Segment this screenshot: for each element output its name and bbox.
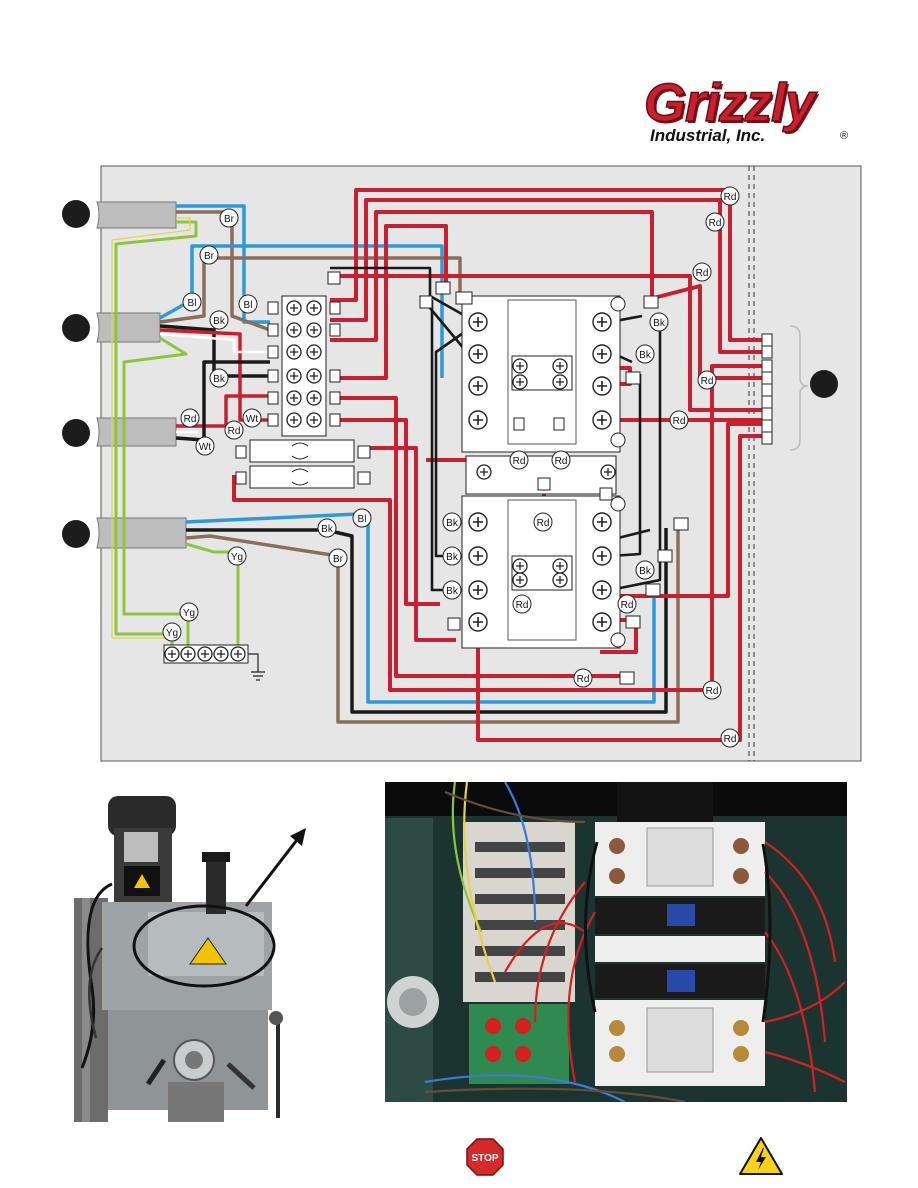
- callout-2: [62, 314, 90, 342]
- svg-text:Rd: Rd: [621, 600, 634, 611]
- label-yg-1: Yg: [227, 546, 247, 566]
- svg-text:Rd: Rd: [673, 416, 686, 427]
- svg-text:Wt: Wt: [199, 442, 211, 453]
- label-rd-9: Rd: [551, 450, 571, 470]
- label-yg-3: Yg: [162, 622, 182, 642]
- label-bk-4: Bk: [649, 312, 669, 332]
- brand-subtitle: Industrial, Inc.: [650, 126, 766, 145]
- svg-text:Yg: Yg: [166, 628, 178, 639]
- svg-text:Br: Br: [224, 214, 235, 225]
- fuse-holders: [235, 439, 371, 489]
- svg-text:Br: Br: [204, 251, 215, 262]
- svg-text:Rd: Rd: [706, 686, 719, 697]
- warning-lightning-icon: [739, 1137, 783, 1175]
- label-wt-1: Wt: [242, 408, 262, 428]
- label-bk-8: Bk: [635, 560, 655, 580]
- label-bk-6: Bk: [442, 512, 462, 532]
- label-bl-2: Bl: [238, 294, 258, 314]
- svg-text:Rd: Rd: [696, 268, 709, 279]
- machine-head-illustration: [68, 788, 318, 1122]
- output-terminals: [761, 333, 773, 445]
- label-rd-1: Rd: [180, 408, 200, 428]
- label-br-2: Br: [199, 245, 219, 265]
- label-br-1: Br: [219, 208, 239, 228]
- label-rd-4: Rd: [705, 212, 725, 232]
- stop-icon: STOP: [466, 1138, 504, 1176]
- svg-text:Yg: Yg: [183, 608, 195, 619]
- svg-text:STOP: STOP: [471, 1153, 498, 1164]
- label-bk-9: Bk: [442, 580, 462, 600]
- svg-text:Rd: Rd: [724, 192, 737, 203]
- label-rd-3: Rd: [720, 186, 740, 206]
- brand-logo: Grizzly Industrial, Inc. ®: [640, 72, 860, 150]
- svg-text:Bk: Bk: [446, 518, 459, 529]
- label-bk-7: Bk: [442, 546, 462, 566]
- wiring-diagram: Br Br Bl Bl Bk Bk Rd Wt Rd Wt Bl Bk Yg B…: [62, 165, 862, 762]
- svg-text:Yg: Yg: [231, 552, 243, 563]
- label-br-3: Br: [328, 548, 348, 568]
- label-rd-2: Rd: [224, 420, 244, 440]
- svg-text:Rd: Rd: [228, 426, 241, 437]
- svg-text:Rd: Rd: [516, 600, 529, 611]
- svg-text:Br: Br: [333, 554, 344, 565]
- svg-text:Bl: Bl: [244, 300, 253, 311]
- label-bl-1: Bl: [182, 292, 202, 312]
- ground-terminal-strip: [163, 644, 265, 681]
- electrical-box-photo: [385, 782, 847, 1102]
- cable-1: [96, 201, 177, 229]
- callout-5: [810, 370, 838, 398]
- label-rd-12: Rd: [617, 594, 637, 614]
- svg-text:Bl: Bl: [188, 298, 197, 309]
- svg-text:Rd: Rd: [577, 674, 590, 685]
- svg-text:Rd: Rd: [555, 456, 568, 467]
- callout-4: [62, 520, 90, 548]
- label-rd-13: Rd: [573, 668, 593, 688]
- svg-text:Bl: Bl: [358, 514, 367, 525]
- label-bk-1: Bk: [209, 310, 229, 330]
- label-bk-5: Bk: [635, 344, 655, 364]
- callout-1: [62, 200, 90, 228]
- label-bk-3: Bk: [317, 518, 337, 538]
- label-rd-6: Rd: [697, 370, 717, 390]
- label-wt-2: Wt: [195, 436, 215, 456]
- svg-text:Bk: Bk: [639, 566, 652, 577]
- svg-text:Bk: Bk: [446, 552, 459, 563]
- label-rd-14: Rd: [702, 680, 722, 700]
- brand-registered: ®: [840, 130, 849, 142]
- svg-text:Rd: Rd: [537, 518, 550, 529]
- interlock-module: [465, 455, 617, 495]
- svg-text:Bk: Bk: [639, 350, 652, 361]
- svg-text:Rd: Rd: [701, 376, 714, 387]
- label-rd-8: Rd: [509, 450, 529, 470]
- svg-text:Wt: Wt: [246, 414, 258, 425]
- cable-4: [96, 517, 187, 549]
- label-rd-7: Rd: [669, 410, 689, 430]
- svg-text:Bk: Bk: [213, 374, 226, 385]
- terminal-block: [267, 271, 341, 437]
- contactor-upper: [461, 295, 626, 453]
- label-rd-11: Rd: [512, 594, 532, 614]
- label-rd-15: Rd: [720, 728, 740, 748]
- svg-text:Rd: Rd: [184, 414, 197, 425]
- label-bk-2: Bk: [209, 368, 229, 388]
- svg-text:Rd: Rd: [709, 218, 722, 229]
- svg-text:Bk: Bk: [653, 318, 666, 329]
- cable-3: [96, 417, 177, 447]
- svg-text:Bk: Bk: [213, 316, 226, 327]
- label-rd-10: Rd: [533, 512, 553, 532]
- svg-text:Bk: Bk: [446, 586, 459, 597]
- svg-text:Bk: Bk: [321, 524, 334, 535]
- cable-2: [96, 312, 161, 343]
- label-yg-2: Yg: [179, 602, 199, 622]
- label-rd-5: Rd: [692, 262, 712, 282]
- wire-labels: Br Br Bl Bl Bk Bk Rd Wt Rd Wt Bl Bk Yg B…: [162, 186, 740, 748]
- label-bl-3: Bl: [352, 508, 372, 528]
- svg-text:Rd: Rd: [513, 456, 526, 467]
- head-warning-icon: [189, 937, 227, 965]
- callout-3: [62, 419, 90, 447]
- brand-name: Grizzly: [643, 72, 816, 134]
- svg-text:Rd: Rd: [724, 734, 737, 745]
